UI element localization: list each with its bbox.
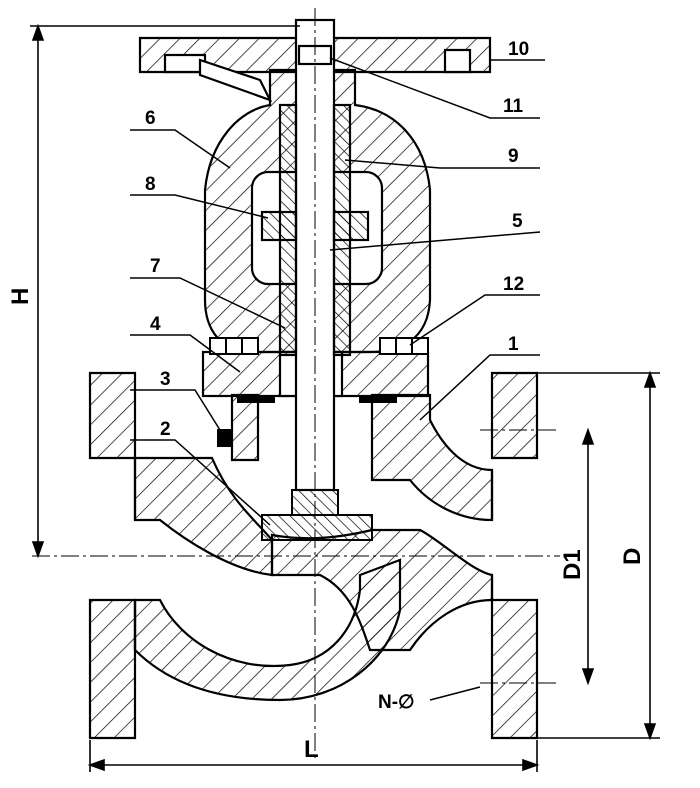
callout-11: 11	[503, 96, 524, 117]
gaskets-and-disc	[217, 395, 397, 541]
stem-nut	[260, 210, 370, 242]
leader-lines	[130, 57, 545, 701]
callout-9: 9	[508, 146, 519, 167]
callout-1: 1	[508, 334, 519, 355]
callout-6: 6	[145, 108, 156, 129]
callout-7: 7	[150, 256, 161, 277]
dim-l: L	[304, 736, 319, 763]
callout-10: 10	[508, 39, 529, 60]
valve-body	[88, 371, 539, 740]
callout-12: 12	[503, 274, 524, 295]
dimension-lines	[30, 23, 660, 772]
centerlines	[32, 8, 560, 760]
callout-8: 8	[145, 174, 156, 195]
dim-d: D	[619, 548, 646, 565]
callout-2: 2	[160, 419, 171, 440]
callout-labels: 1 2 3 4 5 6 7 8 9 10 11 12	[145, 39, 529, 440]
dim-d1: D1	[559, 549, 586, 580]
handwheel	[138, 36, 492, 102]
dim-bolt-holes: N-∅	[378, 692, 415, 713]
dim-h: H	[7, 288, 34, 305]
callout-5: 5	[512, 211, 523, 232]
callout-3: 3	[160, 369, 171, 390]
bonnet-bolts	[209, 337, 429, 355]
dimension-labels: H L D1 D N-∅	[7, 288, 646, 763]
callout-4: 4	[150, 314, 161, 335]
